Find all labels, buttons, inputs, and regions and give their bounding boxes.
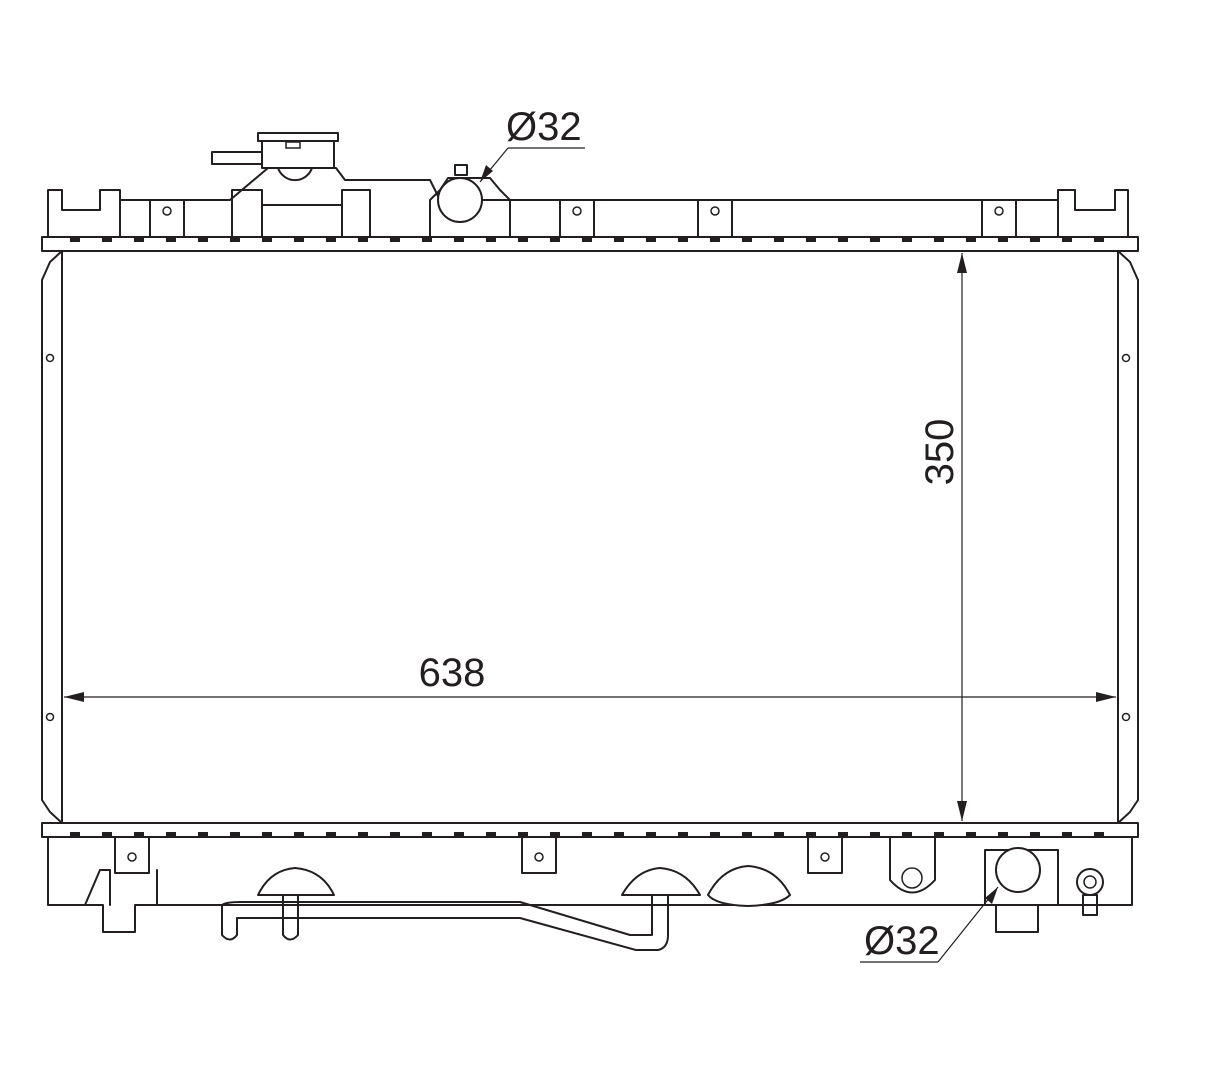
seam-tooth (326, 237, 336, 242)
seam-tooth (134, 237, 144, 242)
seam-tooth (198, 832, 208, 837)
seam-tooth (998, 832, 1008, 837)
seam-tooth (614, 832, 624, 837)
seam-tooth (262, 237, 272, 242)
seam-tooth (806, 832, 816, 837)
width-label: 638 (419, 651, 486, 695)
seam-tooth (1062, 237, 1072, 242)
seam-tooth (102, 832, 112, 837)
seam-tooth (582, 237, 592, 242)
seam-tooth (774, 832, 784, 837)
top-tank (41, 132, 1139, 252)
seam-tooth (678, 832, 688, 837)
seam-tooth (1094, 237, 1104, 242)
seam-tooth (710, 237, 720, 242)
seam-tooth (902, 237, 912, 242)
seam-tooth (486, 832, 496, 837)
seam-tooth (454, 832, 464, 837)
seam-tooth (230, 832, 240, 837)
seam-tooth (966, 237, 976, 242)
seam-tooth (230, 237, 240, 242)
seam-tooth (198, 237, 208, 242)
seam-tooth (678, 237, 688, 242)
seam-tooth (1030, 832, 1040, 837)
seam-tooth (70, 832, 80, 837)
seam-tooth (326, 832, 336, 837)
height-dimension: 350 (918, 253, 967, 821)
seam-tooth (774, 237, 784, 242)
seam-tooth (550, 832, 560, 837)
seam-tooth (646, 237, 656, 242)
width-dimension: 638 (64, 651, 1116, 702)
seam-tooth (582, 832, 592, 837)
seam-tooth (166, 237, 176, 242)
seam-tooth (934, 237, 944, 242)
seam-tooth (422, 832, 432, 837)
seam-tooth (742, 832, 752, 837)
seam-tooth (518, 832, 528, 837)
inlet-diameter-label: Ø32 (506, 105, 582, 149)
seam-tooth (294, 237, 304, 242)
outlet-diameter-callout: Ø32 (860, 886, 999, 963)
seam-tooth (934, 832, 944, 837)
seam-tooth (966, 832, 976, 837)
seam-tooth (550, 237, 560, 242)
seam-tooth (262, 832, 272, 837)
seam-tooth (838, 832, 848, 837)
top-tank-crenellations (70, 237, 1104, 242)
seam-tooth (838, 237, 848, 242)
seam-tooth (102, 237, 112, 242)
seam-tooth (1094, 832, 1104, 837)
seam-tooth (70, 237, 80, 242)
seam-tooth (358, 237, 368, 242)
seam-tooth (166, 832, 176, 837)
seam-tooth (518, 237, 528, 242)
seam-tooth (1062, 832, 1072, 837)
seam-tooth (806, 237, 816, 242)
seam-tooth (454, 237, 464, 242)
bottom-tank-crenellations (70, 832, 1104, 837)
height-label: 350 (918, 419, 962, 486)
seam-tooth (742, 237, 752, 242)
seam-tooth (870, 832, 880, 837)
seam-tooth (134, 832, 144, 837)
seam-tooth (390, 237, 400, 242)
seam-tooth (422, 237, 432, 242)
seam-tooth (486, 237, 496, 242)
seam-tooth (870, 237, 880, 242)
inlet-diameter-callout: Ø32 (479, 105, 585, 183)
seam-tooth (294, 832, 304, 837)
seam-tooth (1030, 237, 1040, 242)
seam-tooth (614, 237, 624, 242)
outlet-diameter-label: Ø32 (864, 919, 940, 963)
seam-tooth (358, 832, 368, 837)
radiator-core (41, 250, 1139, 824)
seam-tooth (902, 832, 912, 837)
bottom-tank (41, 822, 1139, 951)
seam-tooth (390, 832, 400, 837)
seam-tooth (998, 237, 1008, 242)
seam-tooth (646, 832, 656, 837)
seam-tooth (710, 832, 720, 837)
